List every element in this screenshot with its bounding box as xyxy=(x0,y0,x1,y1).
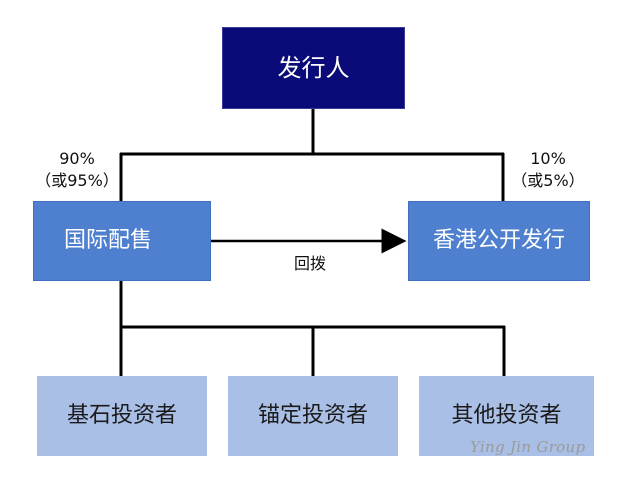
other-investors-box: 其他投资者 xyxy=(419,376,594,456)
issuer-label: 发行人 xyxy=(277,53,350,82)
clawback-label: 回拨 xyxy=(293,254,326,273)
issuer-box: 发行人 xyxy=(222,27,405,109)
international-placing-box: 国际配售 xyxy=(33,201,211,281)
anchor-investors-label: 锚定投资者 xyxy=(257,403,368,429)
hong-kong-offering-label: 香港公开发行 xyxy=(432,228,565,254)
hong-kong-offering-box: 香港公开发行 xyxy=(408,201,590,281)
cornerstone-investors-box: 基石投资者 xyxy=(37,376,207,456)
cornerstone-investors-label: 基石投资者 xyxy=(66,403,177,429)
international-placing-label: 国际配售 xyxy=(64,228,153,254)
watermark: Ying Jin Group xyxy=(470,438,586,456)
international-pct: 90% xyxy=(59,149,95,168)
international-share-label: 90% （或95%） xyxy=(22,148,132,192)
hong-kong-share-label: 10% （或5%） xyxy=(498,148,598,192)
anchor-investors-box: 锚定投资者 xyxy=(228,376,398,456)
international-alt-pct: （或95%） xyxy=(35,171,119,190)
hong-kong-pct: 10% xyxy=(530,149,566,168)
hong-kong-alt-pct: （或5%） xyxy=(511,171,585,190)
other-investors-label: 其他投资者 xyxy=(451,403,562,429)
